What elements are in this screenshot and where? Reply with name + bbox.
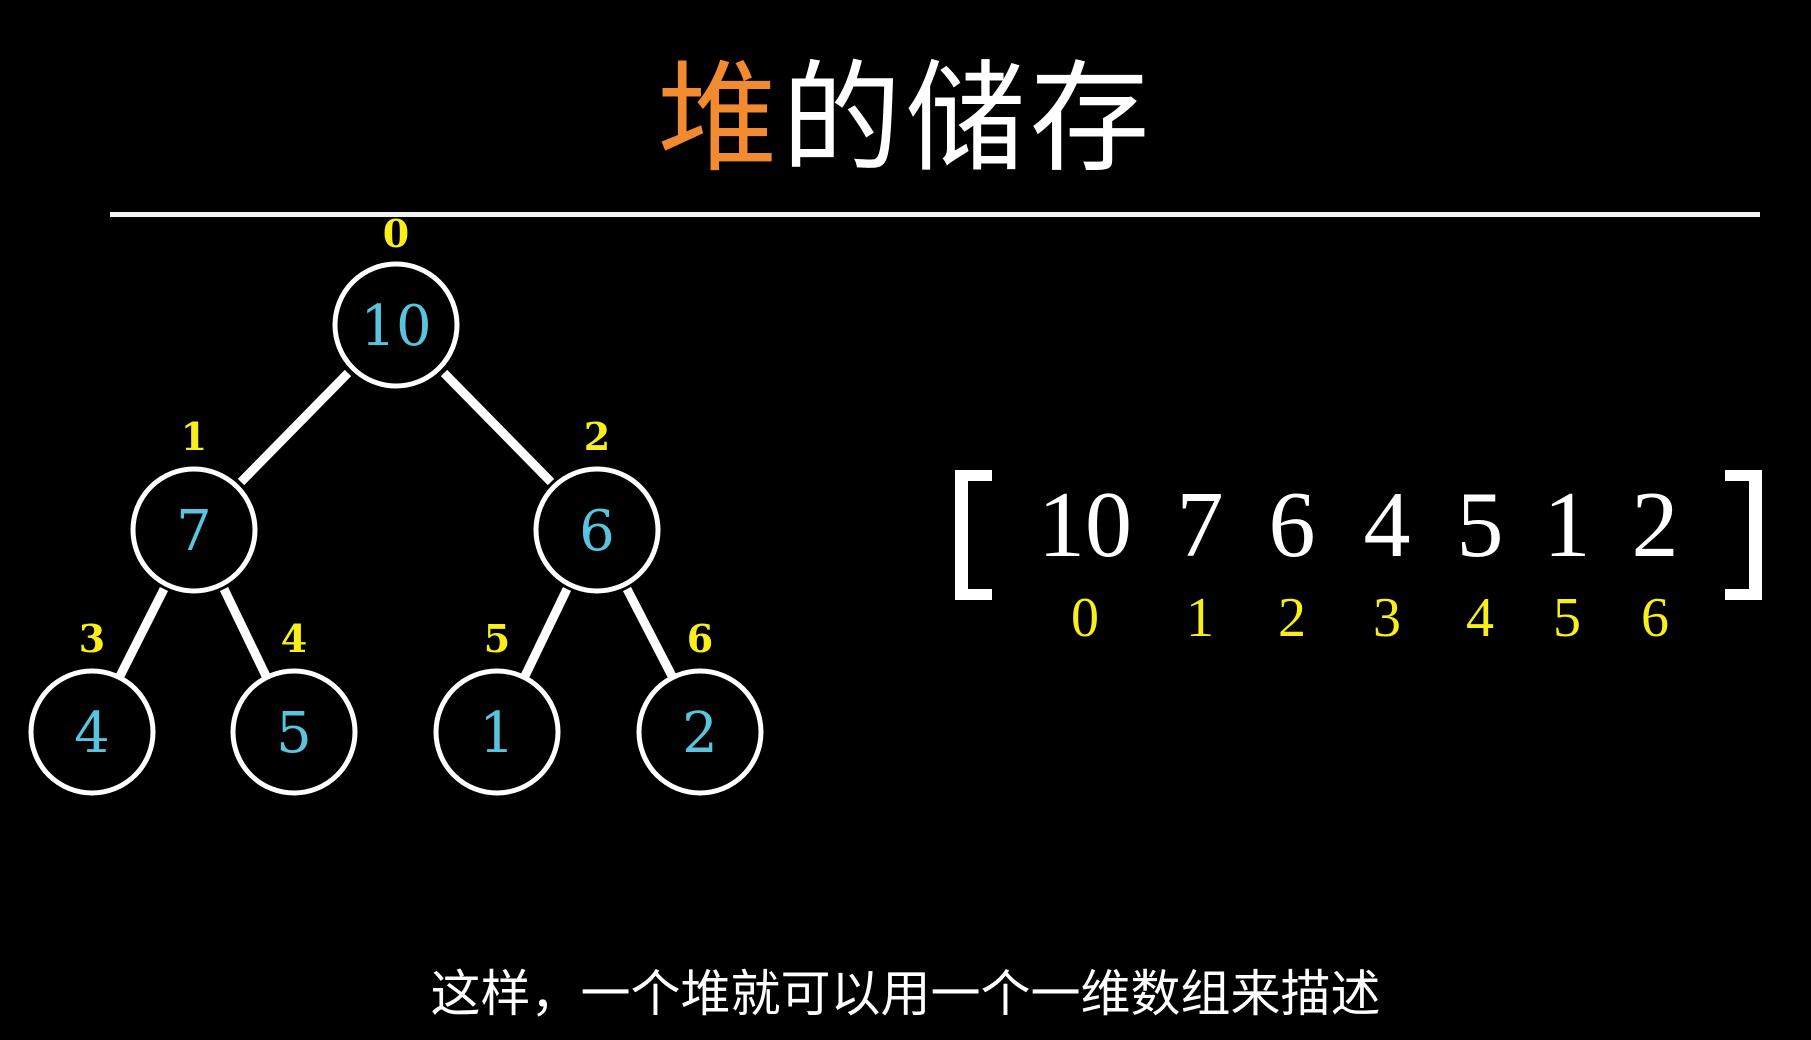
title-accent-word: 堆 xyxy=(657,50,782,189)
slide-title: 堆的储存 xyxy=(0,50,1811,190)
title-divider xyxy=(110,212,1760,217)
edge-1-4 xyxy=(219,587,271,678)
title-rest: 的储存 xyxy=(781,50,1154,189)
node-circle xyxy=(533,466,661,594)
node-value: 1 xyxy=(479,701,515,766)
array-index: 3 xyxy=(1373,587,1401,649)
node-value: 6 xyxy=(579,499,615,564)
node-circle xyxy=(130,466,258,594)
edge-2-5 xyxy=(520,587,572,678)
node-index-label: 2 xyxy=(584,414,610,459)
node-index-label: 0 xyxy=(383,211,409,256)
node-circle xyxy=(636,668,764,796)
array-value: 7 xyxy=(1176,473,1224,577)
tree-node: 1 5 xyxy=(433,616,561,796)
node-index-label: 5 xyxy=(484,616,510,661)
array-value: 2 xyxy=(1631,473,1679,577)
left-bracket xyxy=(955,470,992,600)
edge-0-1 xyxy=(237,369,352,486)
node-index-label: 3 xyxy=(79,616,105,661)
node-index-label: 4 xyxy=(281,616,307,661)
tree-node: 10 0 xyxy=(332,211,460,389)
tree-edges xyxy=(115,369,676,679)
array-value: 1 xyxy=(1543,473,1591,577)
node-index-label: 1 xyxy=(181,414,207,459)
array-index: 1 xyxy=(1186,587,1214,649)
edge-1-3 xyxy=(115,586,169,679)
tree-node: 2 6 xyxy=(636,616,764,796)
array-index: 2 xyxy=(1278,587,1306,649)
node-value: 4 xyxy=(74,701,110,766)
tree-node: 4 3 xyxy=(28,616,156,796)
node-circle xyxy=(433,668,561,796)
node-circle xyxy=(332,261,460,389)
subtitle-caption: 这样，一个堆就可以用一个一维数组来描述 xyxy=(430,965,1381,1023)
array-value: 4 xyxy=(1363,473,1411,577)
array-value: 5 xyxy=(1456,473,1504,577)
node-value: 7 xyxy=(176,499,212,564)
tree-node: 7 1 xyxy=(130,414,258,594)
right-bracket xyxy=(1725,470,1762,600)
node-value: 10 xyxy=(360,294,431,359)
array-index: 5 xyxy=(1553,587,1581,649)
node-circle xyxy=(28,668,156,796)
array-index: 6 xyxy=(1641,587,1669,649)
tree-node: 6 2 xyxy=(533,414,661,594)
edge-2-6 xyxy=(623,586,676,679)
node-circle xyxy=(230,668,358,796)
array-index: 0 xyxy=(1071,587,1099,649)
array-value: 10 xyxy=(1038,473,1132,577)
edge-0-2 xyxy=(440,369,555,486)
array-value: 6 xyxy=(1268,473,1316,577)
node-value: 5 xyxy=(276,701,312,766)
node-value: 2 xyxy=(682,701,718,766)
node-index-label: 6 xyxy=(687,616,713,661)
array-index: 4 xyxy=(1466,587,1494,649)
tree-node: 5 4 xyxy=(230,616,358,796)
